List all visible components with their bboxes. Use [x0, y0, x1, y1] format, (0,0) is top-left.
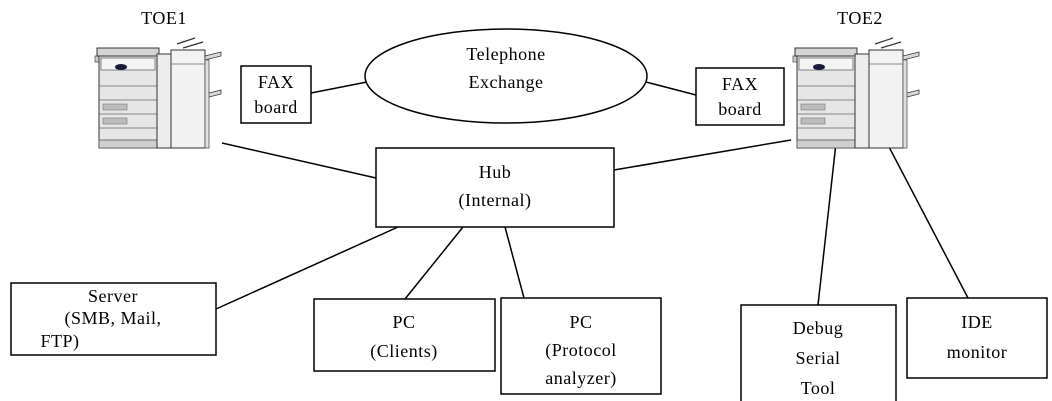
ide-line-1: IDE — [961, 312, 993, 332]
pc-analyzer-line-1: PC — [569, 312, 592, 332]
line-toe2-hub — [613, 139, 792, 171]
hub-node — [375, 147, 615, 228]
ide-monitor-node — [906, 297, 1048, 379]
server-line-2: (SMB, Mail, — [64, 308, 161, 329]
ide-line-2: monitor — [947, 342, 1008, 362]
server-line-3: FTP) — [40, 331, 79, 352]
exchange-line-1: Telephone — [466, 44, 545, 64]
hub-line-2: (Internal) — [459, 190, 532, 211]
server-line-1: Server — [88, 286, 138, 306]
fax-board-1 — [240, 65, 312, 124]
fax2-line-2: board — [718, 99, 761, 119]
toe2-label: TOE2 — [837, 8, 883, 28]
connection-lines — [215, 81, 969, 310]
pc-clients-line-2: (Clients) — [370, 341, 438, 362]
pc-analyzer-line-3: analyzer) — [545, 368, 616, 389]
telephone-exchange-node — [364, 28, 648, 124]
line-toe2-debug — [817, 142, 837, 306]
printer-toe1-icon — [94, 37, 222, 149]
printer-toe2-icon — [792, 37, 920, 149]
fax-board-2 — [695, 67, 785, 126]
pc-clients-line-1: PC — [392, 312, 415, 332]
debug-line-1: Debug — [793, 318, 844, 338]
fax1-line-1: FAX — [258, 72, 294, 92]
line-toe1-hub — [221, 142, 377, 179]
fax1-line-2: board — [254, 97, 297, 117]
line-fax1-exchange — [310, 81, 368, 94]
exchange-line-2: Exchange — [469, 72, 544, 92]
hub-line-1: Hub — [479, 162, 512, 182]
toe1-label: TOE1 — [141, 8, 187, 28]
pc-analyzer-node — [500, 297, 662, 395]
fax2-line-1: FAX — [722, 74, 758, 94]
line-exchange-fax2 — [645, 81, 697, 96]
line-hub-pc-analyzer — [504, 226, 525, 299]
debug-line-3: Tool — [801, 378, 836, 398]
debug-tool-node — [740, 304, 897, 401]
line-hub-pc-clients — [404, 226, 464, 300]
pc-analyzer-line-2: (Protocol — [545, 340, 617, 361]
line-hub-server — [215, 226, 399, 310]
line-toe2-ide — [886, 142, 969, 299]
debug-line-2: Serial — [796, 348, 841, 368]
server-node — [10, 282, 217, 356]
pc-clients-node — [313, 298, 496, 372]
